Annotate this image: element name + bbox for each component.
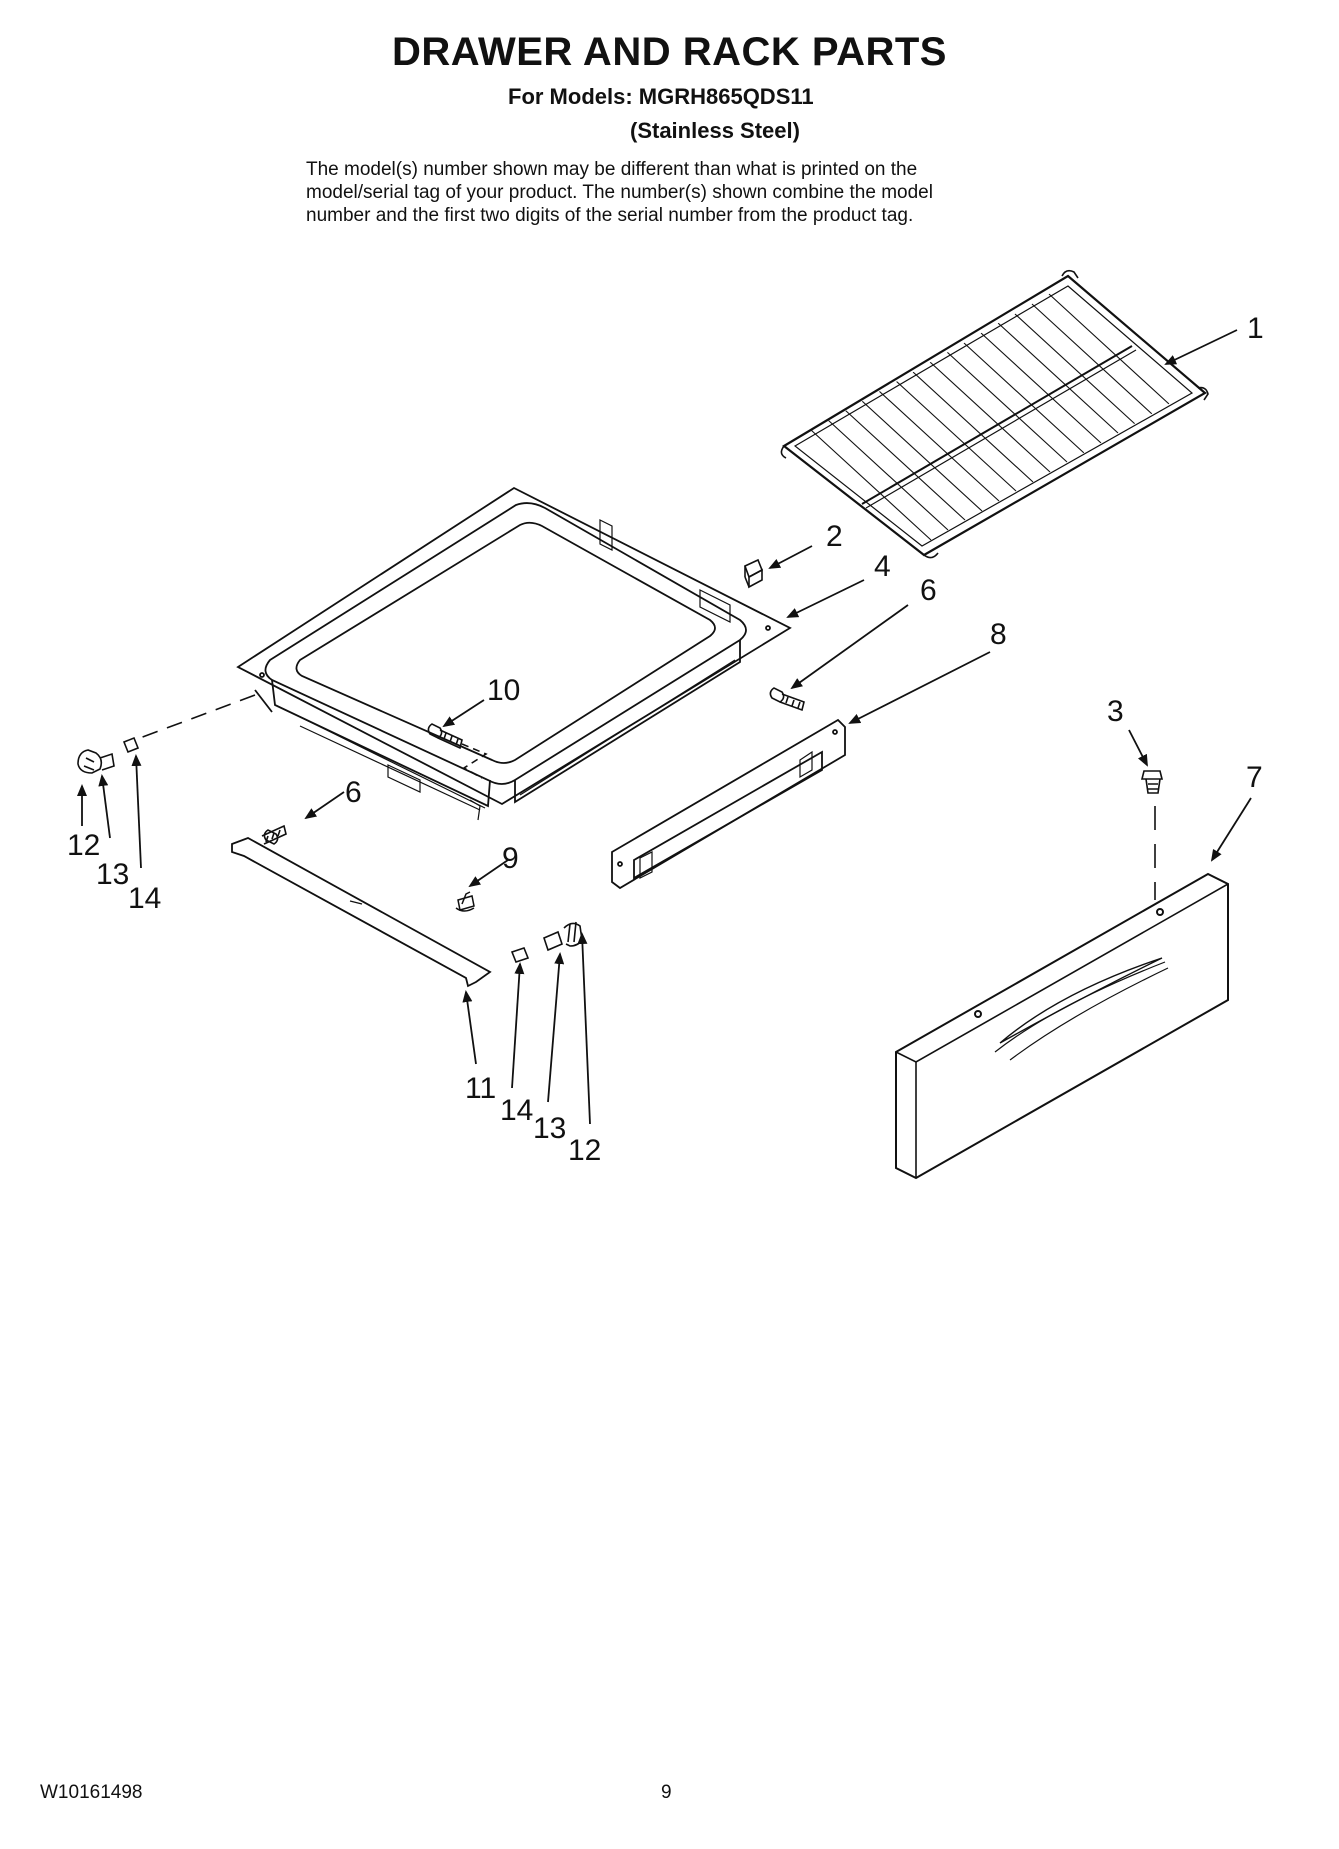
callout-label: 13 [96, 858, 129, 891]
drawer-slide-rail [231, 837, 492, 988]
page-title: DRAWER AND RACK PARTS [392, 30, 947, 74]
callout-label: 12 [568, 1134, 601, 1167]
callout-label: 2 [826, 520, 843, 553]
note-line: number and the first two digits of the s… [306, 205, 914, 226]
callout-label: 6 [345, 776, 362, 809]
drawer-pan [236, 486, 792, 821]
callout-label: 9 [502, 842, 519, 875]
slide-clip [455, 891, 475, 912]
model-note: The model(s) number shown may be differe… [306, 158, 1106, 227]
callout-label: 8 [990, 618, 1007, 651]
callout-label: 14 [128, 882, 161, 915]
front-screw [1140, 770, 1164, 794]
callout-label: 10 [487, 674, 520, 707]
document-number: W10161498 [40, 1782, 143, 1803]
callout-label: 11 [465, 1072, 496, 1105]
callout-label: 12 [67, 829, 100, 862]
callout-label: 13 [533, 1112, 566, 1145]
drawer-screw-lower [261, 824, 287, 845]
callout-leaders [77, 329, 1252, 1125]
right-roller-assembly [510, 921, 583, 963]
page-number: 9 [661, 1782, 672, 1803]
model-variant: (Stainless Steel) [630, 118, 800, 143]
note-line: The model(s) number shown may be differe… [306, 159, 918, 180]
oven-rack [780, 269, 1209, 559]
callout-label: 7 [1246, 761, 1263, 794]
callout-label: 14 [500, 1094, 533, 1127]
rack-stop-clip [743, 558, 764, 589]
drawer-front-panel [895, 872, 1229, 1180]
callout-label: 3 [1107, 695, 1124, 728]
drawer-screw-upper [769, 687, 805, 712]
pan-screw [427, 723, 488, 779]
callout-labels: 1 2 4 6 8 10 3 7 12 13 14 6 9 11 14 13 1… [67, 312, 1264, 1167]
callout-label: 1 [1247, 312, 1264, 345]
left-roller-assembly [77, 736, 140, 774]
drawer-rear-panel [611, 718, 846, 890]
models-line: For Models: MGRH865QDS11 [508, 84, 814, 109]
note-line: model/serial tag of your product. The nu… [306, 182, 933, 203]
callout-label: 6 [920, 574, 937, 607]
callout-label: 4 [874, 550, 891, 583]
